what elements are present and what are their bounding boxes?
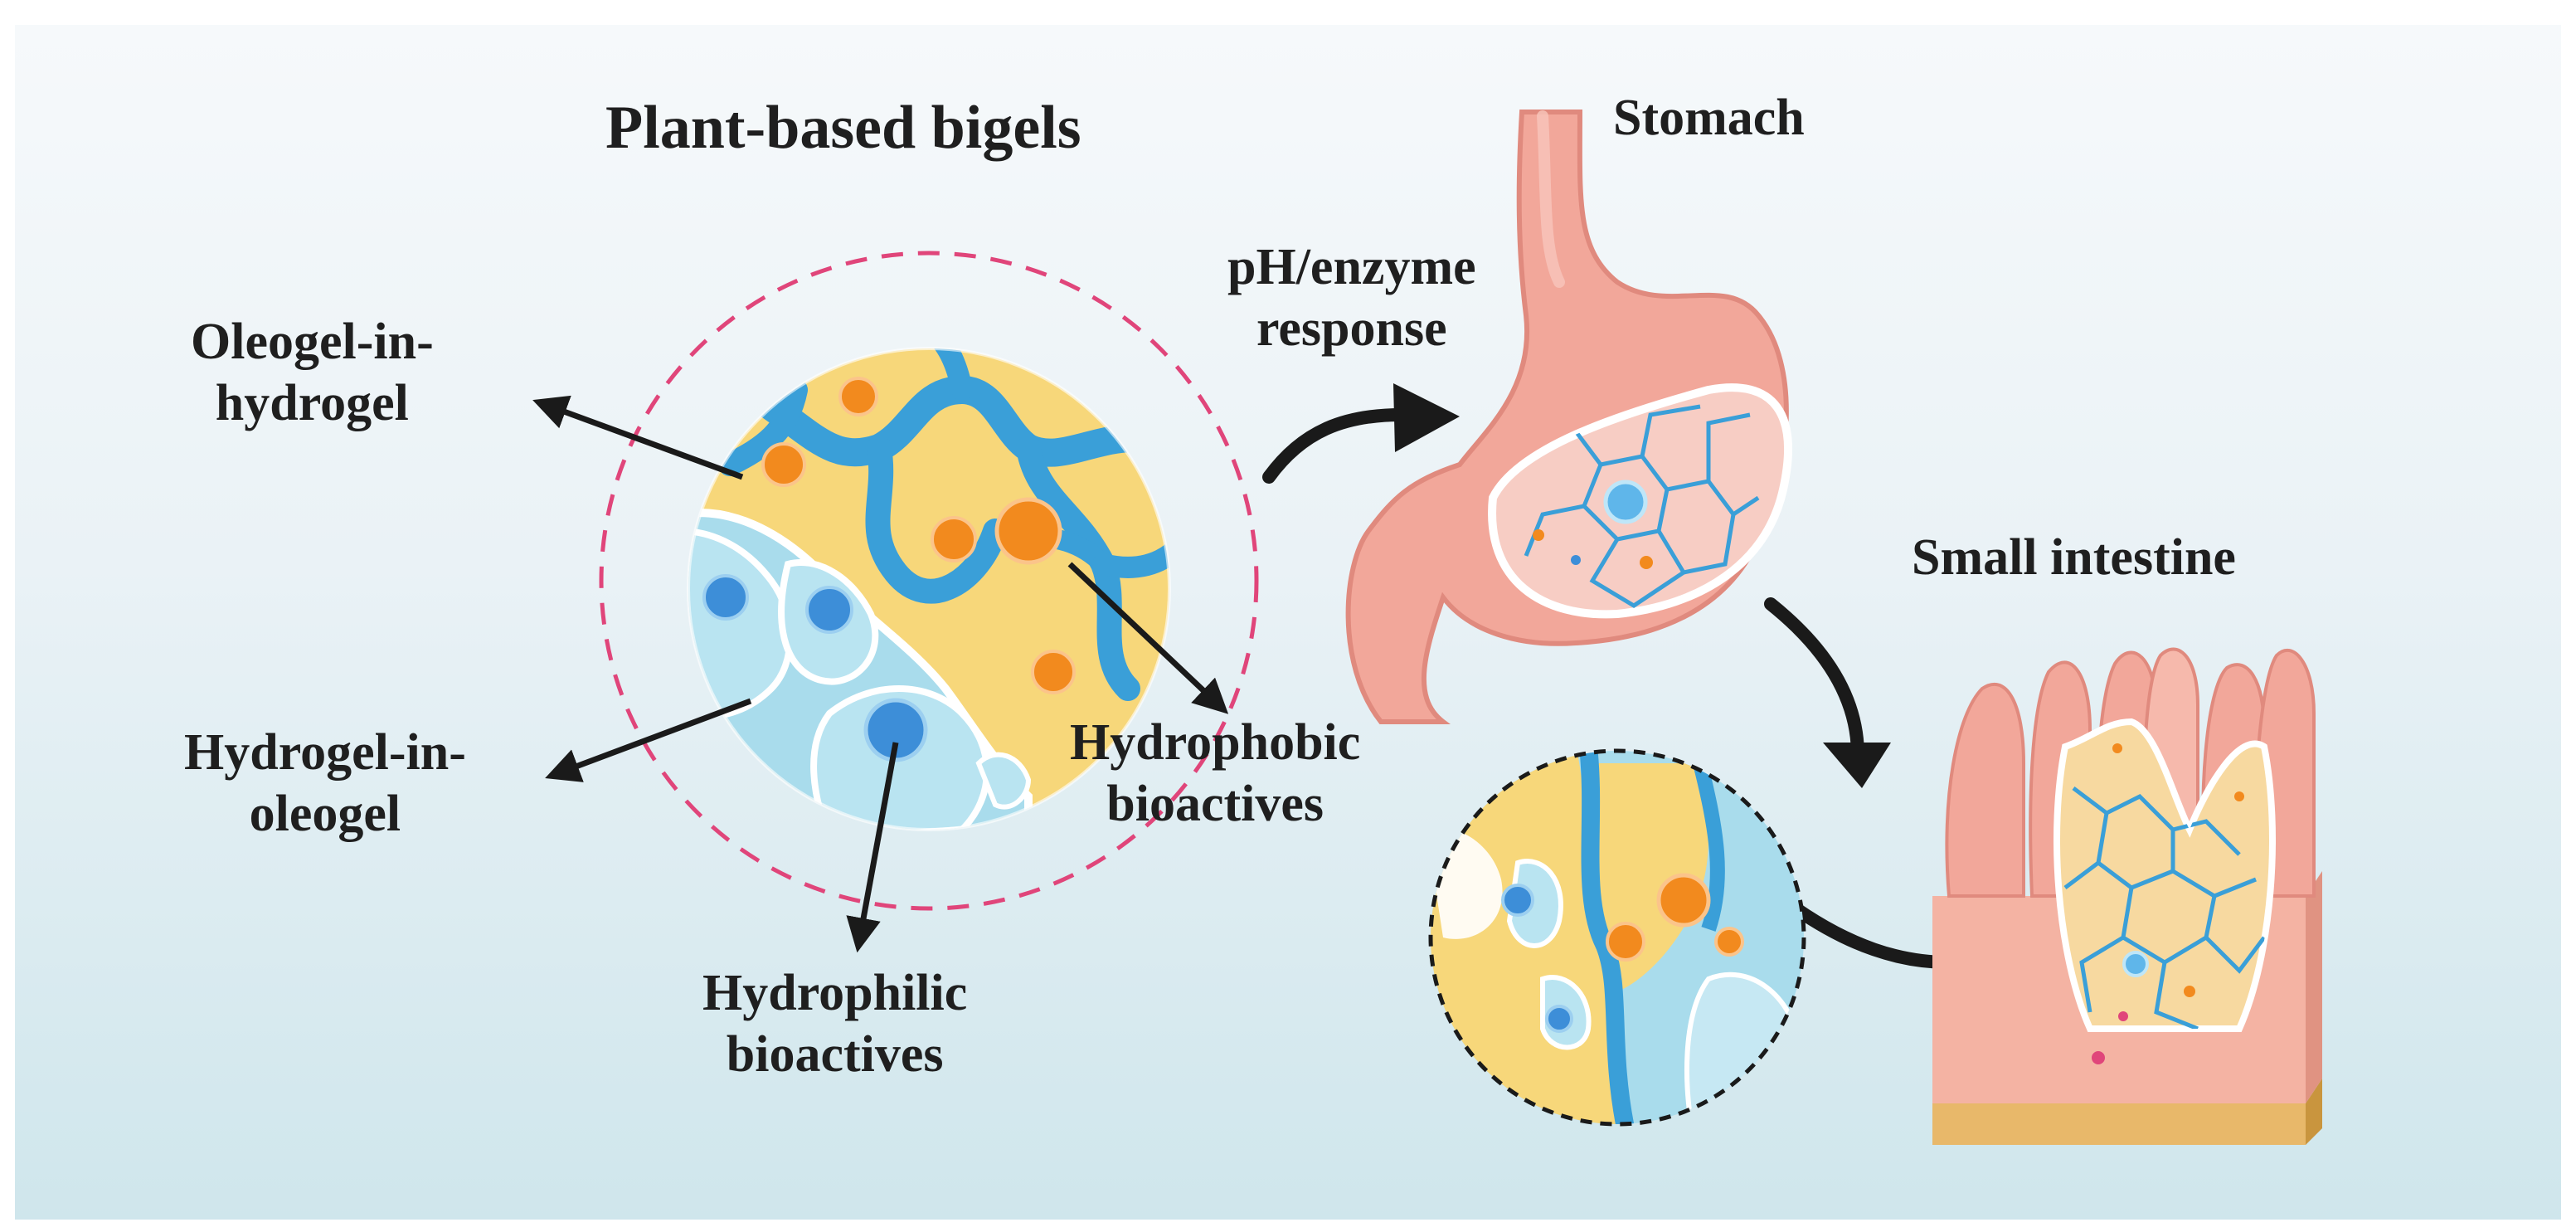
label-ph-enzyme-response: pH/enzyme response: [1227, 236, 1476, 360]
arrow-oleogel-in-hydrogel: [532, 395, 744, 480]
label-line: bioactives: [1106, 776, 1324, 833]
digested-bigel-zoom-icon: [1428, 748, 1806, 1127]
arrow-to-stomach: [1262, 408, 1408, 484]
label-line: response: [1256, 300, 1447, 358]
label-hydrophilic-bioactives: Hydrophilic bioactives: [702, 962, 967, 1086]
label-hydrophobic-bioactives: Hydrophobic bioactives: [1070, 712, 1360, 835]
arrow-zoom-to-villi: [1789, 902, 1956, 969]
intestinal-villi-icon: [1932, 647, 2322, 1145]
label-hydrogel-in-oleogel: Hydrogel-in- oleogel: [184, 722, 466, 845]
dashed-boundary-circle: [599, 251, 1259, 911]
flow-arrows: [1262, 408, 1956, 969]
bigel-microstructure-icon: [599, 251, 1259, 911]
arrow-hydrophobic: [1067, 562, 1229, 714]
label-line: hydrogel: [215, 375, 409, 432]
diagram-title: Plant-based bigels: [605, 94, 1081, 162]
label-stomach: Stomach: [1613, 90, 1805, 146]
label-line: Hydrogel-in-: [184, 724, 466, 781]
label-line: Oleogel-in-: [191, 314, 434, 370]
label-line: oleogel: [249, 786, 401, 843]
arrow-to-intestine: [1764, 597, 1864, 762]
label-small-intestine: Small intestine: [1912, 529, 2236, 586]
arrow-hydrophilic: [846, 742, 899, 953]
label-line: Hydrophilic: [702, 965, 968, 1021]
label-arrows: [532, 395, 1229, 953]
stomach-illustration-icon: [1345, 110, 1792, 724]
label-oleogel-in-hydrogel: Oleogel-in- hydrogel: [191, 311, 434, 435]
arrow-hydrogel-in-oleogel: [545, 698, 752, 782]
label-line: Hydrophobic: [1070, 714, 1361, 771]
label-line: bioactives: [726, 1026, 944, 1083]
label-line: pH/enzyme: [1227, 239, 1476, 295]
